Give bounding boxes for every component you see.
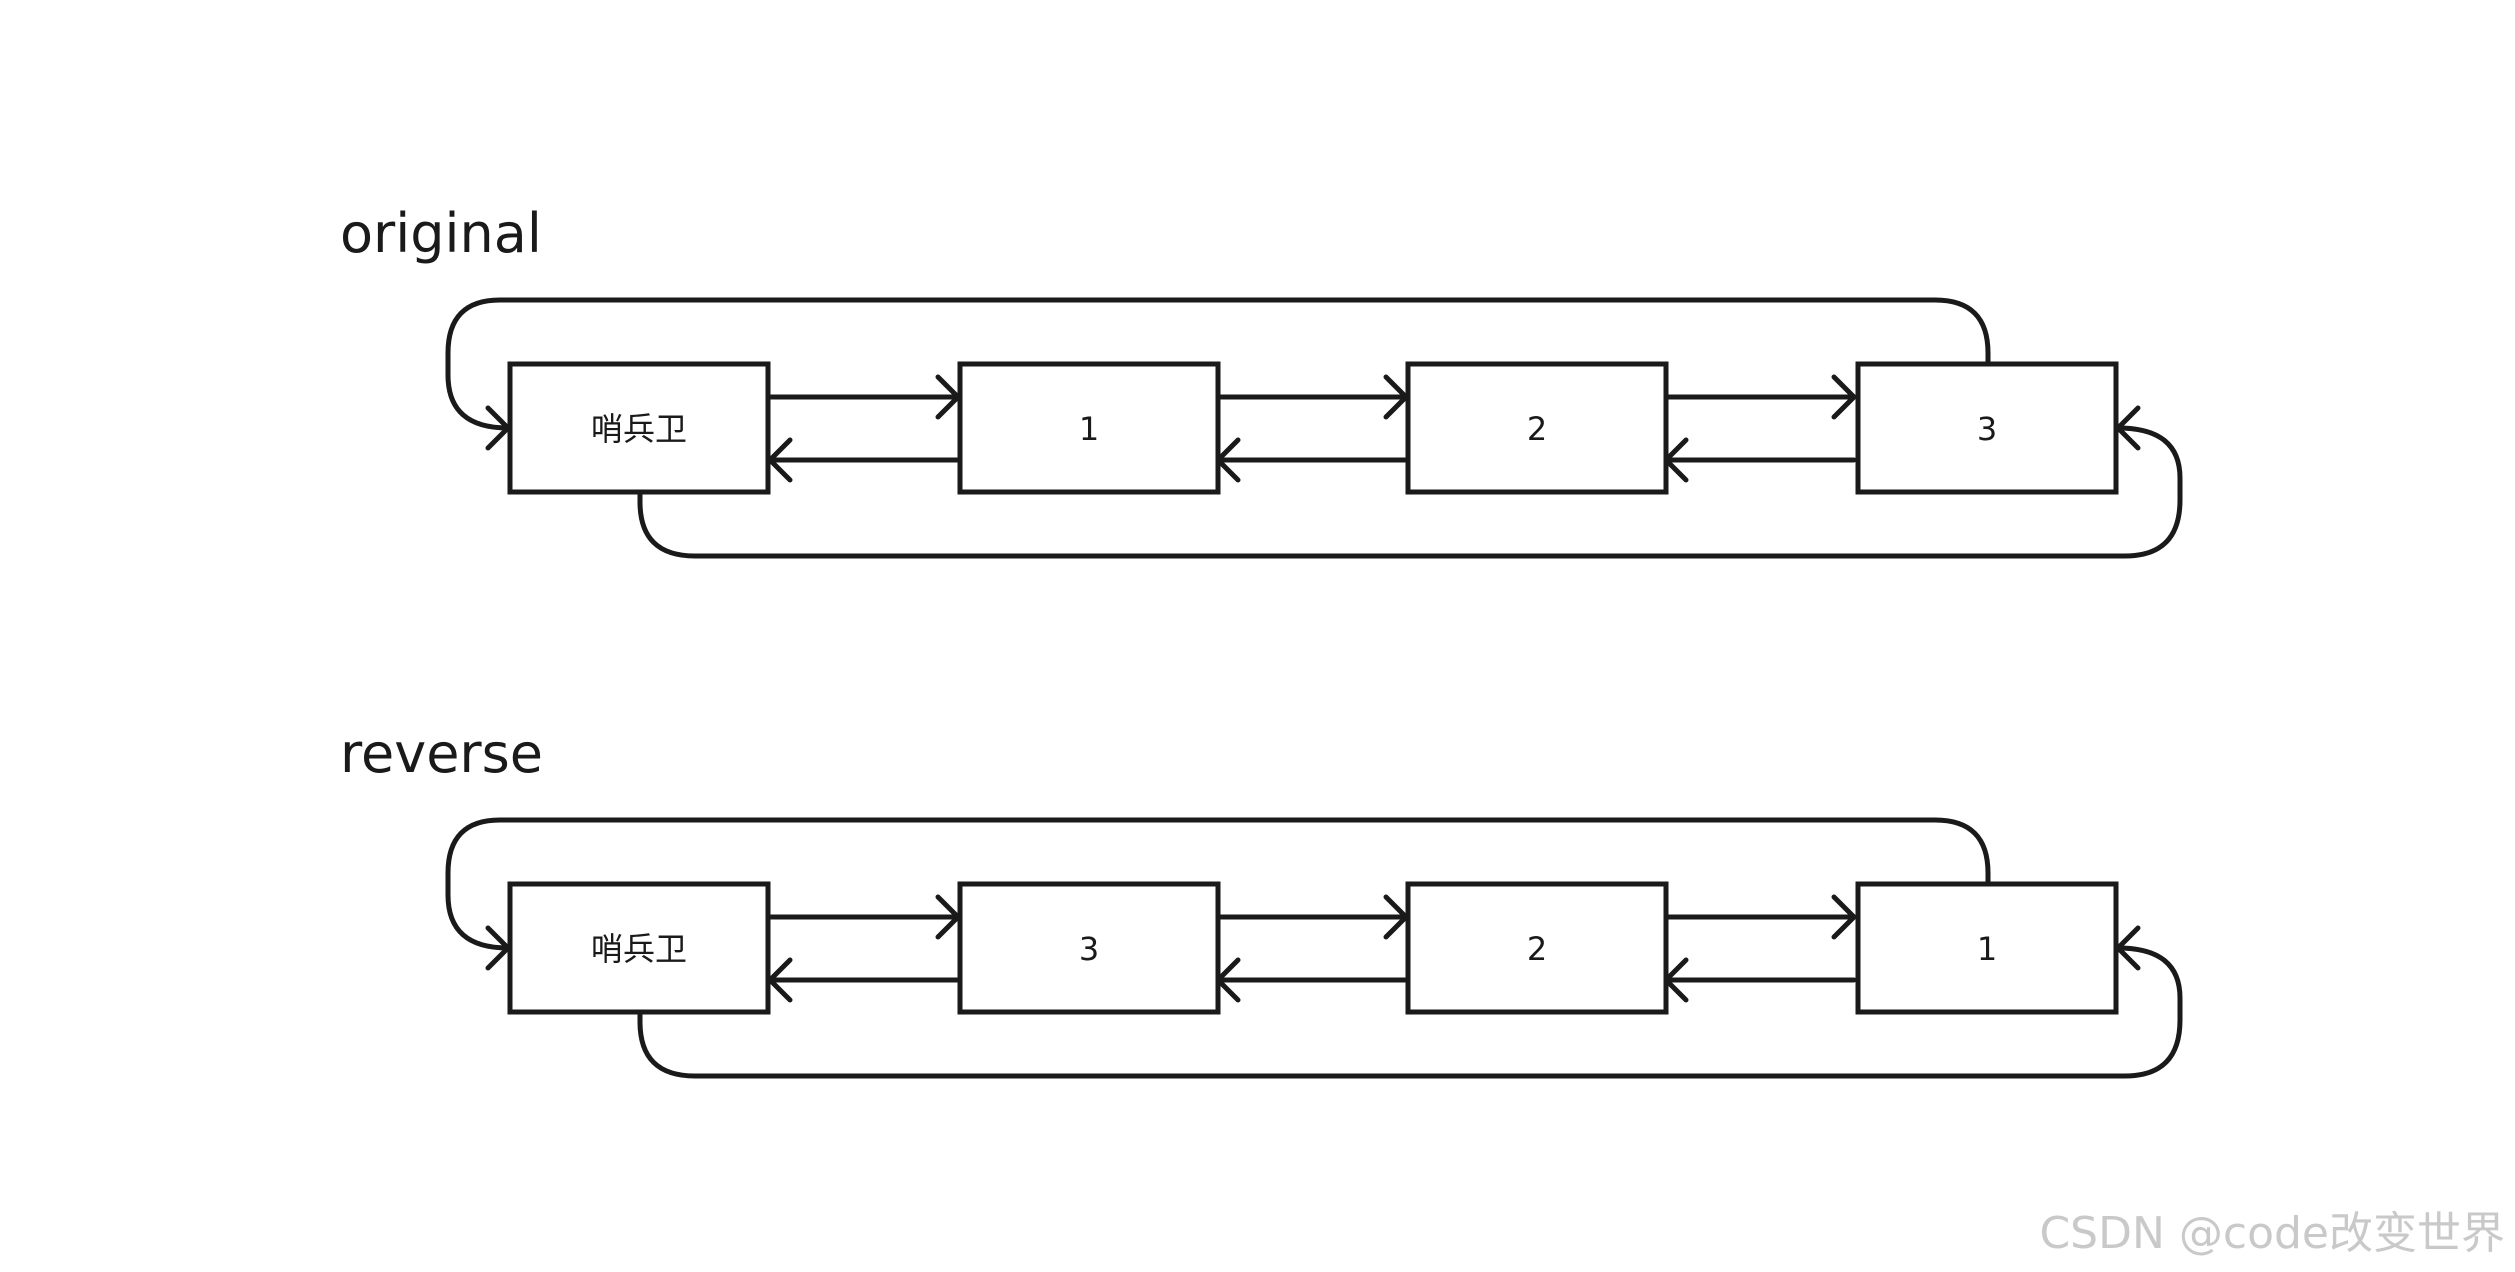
list-node: 3: [1855, 361, 2119, 495]
list-node: 3: [957, 881, 1221, 1015]
tail-next-to-head-link: [445, 297, 1991, 431]
node-label: 2: [1527, 410, 1547, 448]
node-label: 哨兵卫: [591, 410, 687, 448]
node-box: [957, 361, 1221, 495]
node-label: 哨兵卫: [591, 930, 687, 968]
node-label: 3: [1977, 410, 1997, 448]
tail-next-to-head-link: [445, 817, 1991, 951]
diagram-title-original: original: [340, 202, 542, 265]
watermark-text: CSDN @code改变世界: [2039, 1208, 2505, 1259]
head-prev-to-tail-link: [637, 945, 2183, 1079]
node-box: [1405, 361, 1669, 495]
list-node: 2: [1405, 881, 1669, 1015]
next-arrowhead-2-3: [1831, 374, 1857, 420]
list-node: 2: [1405, 361, 1669, 495]
node-box: [957, 881, 1221, 1015]
node-box: [1405, 881, 1669, 1015]
list-node: 1: [957, 361, 1221, 495]
diagram-title-reverse: reverse: [340, 722, 543, 785]
node-label: 2: [1527, 930, 1547, 968]
head-prev-to-tail-link: [637, 425, 2183, 559]
list-node: 哨兵卫: [507, 881, 771, 1015]
node-label: 1: [1079, 410, 1099, 448]
node-box: [1855, 881, 2119, 1015]
next-arrowhead-2-3: [1831, 894, 1857, 940]
node-box: [507, 361, 771, 495]
node-box: [1855, 361, 2119, 495]
list-node: 1: [1855, 881, 2119, 1015]
list-node: 哨兵卫: [507, 361, 771, 495]
node-box: [507, 881, 771, 1015]
node-label: 1: [1977, 930, 1997, 968]
diagram-original: original 哨兵卫 1 2: [340, 202, 2183, 559]
node-label: 3: [1079, 930, 1099, 968]
diagram-reverse: reverse 哨兵卫 3 2: [340, 722, 2183, 1079]
